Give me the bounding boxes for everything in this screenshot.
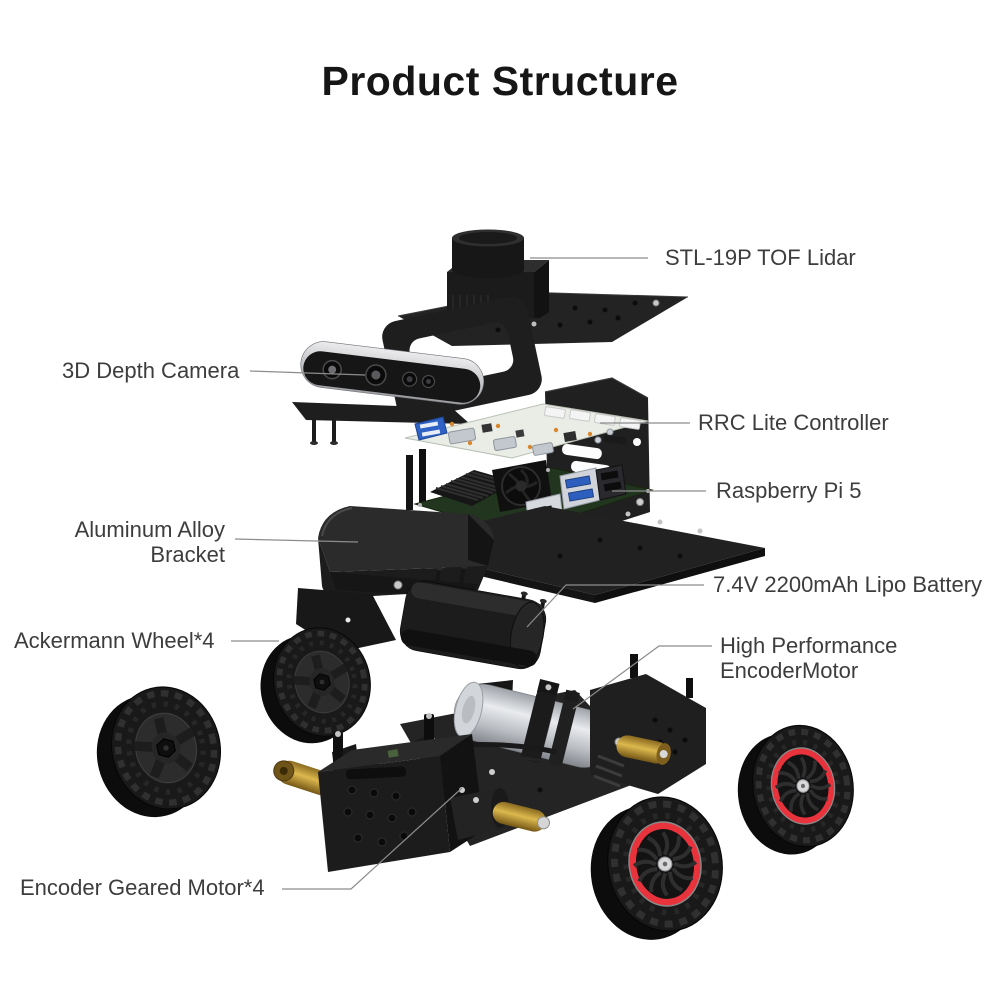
ackermann-wheel-rear-right [727,717,863,862]
lipo-battery [399,564,547,670]
label-controller: RRC Lite Controller [698,410,889,435]
label-encoder-motor-line2: EncoderMotor [720,658,859,683]
chassis-rear-plate [590,654,706,794]
label-raspberry-pi-text: Raspberry Pi 5 [716,478,862,503]
ackermann-wheel-front-left [83,675,234,828]
leader-geared-motor [282,787,463,890]
label-encoder-motor: High Performance EncoderMotor [720,633,897,683]
leader-depth-camera [249,370,366,376]
label-raspberry-pi: Raspberry Pi 5 [716,478,862,503]
leader-battery [526,584,704,628]
label-depth-camera-text: 3D Depth Camera [62,358,240,383]
label-geared-motor: Encoder Geared Motor*4 [20,875,265,900]
label-ackermann-wheel-text: Ackermann Wheel*4 [14,628,215,653]
label-bracket-line1: Aluminum Alloy [74,517,225,542]
label-encoder-motor-line1: High Performance [720,633,898,658]
label-lidar-text: STL-19P TOF Lidar [665,245,856,270]
leader-bracket [234,538,359,543]
leader-encoder-motor [572,645,712,710]
ackermann-wheel-front-right [579,788,734,949]
label-depth-camera: 3D Depth Camera [62,358,239,383]
label-ackermann-wheel: Ackermann Wheel*4 [14,628,215,653]
leader-lines [231,257,712,890]
label-geared-motor-text: Encoder Geared Motor*4 [20,875,265,900]
label-battery-text: 7.4V 2200mAh Lipo Battery [713,572,983,597]
steering-assembly [273,713,557,872]
aluminum-alloy-bracket [296,506,494,652]
label-bracket-line2: Bracket [150,542,225,567]
label-controller-text: RRC Lite Controller [698,410,889,435]
label-battery: 7.4V 2200mAh Lipo Battery [713,572,982,597]
page-title: Product Structure [321,58,679,104]
label-lidar: STL-19P TOF Lidar [665,245,856,270]
label-bracket: Aluminum Alloy Bracket [75,517,225,567]
